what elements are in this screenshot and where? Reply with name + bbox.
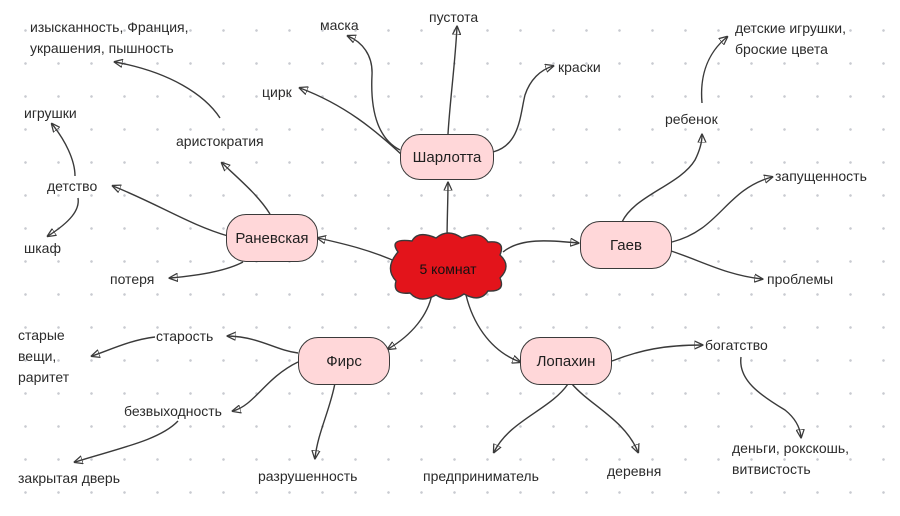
edge-gaev-zapushchennost xyxy=(671,177,772,243)
edge-sharlotta-maska xyxy=(348,36,401,151)
edge-ranevskaya-poterya xyxy=(170,261,244,278)
edge-center-lopakhin xyxy=(465,294,520,362)
label-bezvykhodnost[interactable]: безвыходность xyxy=(124,403,222,419)
label-igrushki[interactable]: игрушки xyxy=(24,105,77,121)
node-firs[interactable]: Фирс xyxy=(298,337,390,385)
label-dengi-line1[interactable]: деньги, рокскошь, xyxy=(732,440,850,456)
node-gaev[interactable]: Гаев xyxy=(580,221,672,269)
label-izysk-line1[interactable]: изысканность, Франция, xyxy=(30,19,189,35)
label-dengi-line2[interactable]: витвистость xyxy=(732,461,811,477)
label-kraski[interactable]: краски xyxy=(558,59,601,75)
label-starost[interactable]: старость xyxy=(156,328,214,344)
label-maska[interactable]: маска xyxy=(320,17,359,33)
label-detskie-line2[interactable]: броские цвета xyxy=(735,41,828,57)
edge-gaev-problemy xyxy=(667,249,762,279)
label-tsirk[interactable]: цирк xyxy=(262,84,292,100)
edge-lopakhin-derevnya xyxy=(571,383,638,452)
label-starye-line1[interactable]: старые xyxy=(18,327,65,343)
edge-detstvo-igrushki xyxy=(52,124,76,177)
edge-sharlotta-tsirk xyxy=(300,88,403,156)
edge-rebenok-detskie xyxy=(700,37,727,104)
label-bogatstvo[interactable]: богатство xyxy=(705,337,768,353)
edge-center-ranevskaya xyxy=(318,238,398,263)
label-detskie-line1[interactable]: детские игрушки, xyxy=(735,20,846,36)
edge-sharlotta-kraski xyxy=(492,66,553,153)
label-razrushennost[interactable]: разрушенность xyxy=(258,468,358,484)
edge-gaev-rebenok xyxy=(621,135,702,223)
node-sharlotta[interactable]: Шарлотта xyxy=(400,134,494,180)
label-starye-line2[interactable]: вещи, xyxy=(18,348,57,364)
label-pustota[interactable]: пустота xyxy=(429,9,479,25)
edge-firs-bezvykhodnost xyxy=(233,361,299,411)
center-node-label[interactable]: 5 комнат xyxy=(419,261,477,277)
label-problemy[interactable]: проблемы xyxy=(767,271,834,287)
edge-ranevskaya-detstvo xyxy=(113,186,229,237)
label-aristokratiya[interactable]: аристократия xyxy=(176,133,264,149)
node-ranevskaya[interactable]: Раневская xyxy=(226,214,318,262)
edge-ranevskaya-aristokratiya xyxy=(222,163,271,215)
edge-starost-starye xyxy=(92,336,156,356)
edge-firs-razrushennost xyxy=(315,382,336,458)
edge-aristokratiya-izysk xyxy=(115,62,221,119)
edge-lopakhin-predprinimatel xyxy=(494,383,569,452)
edge-firs-starost xyxy=(228,336,299,354)
label-predprinimatel[interactable]: предприниматель xyxy=(423,468,539,484)
label-zakrytaya[interactable]: закрытая дверь xyxy=(18,470,121,486)
label-rebenok[interactable]: ребенок xyxy=(665,111,718,127)
edge-center-gaev xyxy=(502,241,578,253)
label-zapushchennost[interactable]: запущенность xyxy=(775,168,867,184)
label-poterya[interactable]: потеря xyxy=(110,271,155,287)
edge-detstvo-shkaf xyxy=(48,197,79,236)
label-derevnya[interactable]: деревня xyxy=(607,463,662,479)
center-cloud-shape xyxy=(389,232,507,300)
edge-bezvykhodnost-zakrytaya xyxy=(75,420,179,462)
label-detstvo[interactable]: детство xyxy=(47,178,98,194)
node-lopakhin[interactable]: Лопахин xyxy=(520,337,612,385)
edge-bogatstvo-dengi xyxy=(740,356,801,437)
edge-lopakhin-bogatstvo xyxy=(611,345,702,362)
label-izysk-line2[interactable]: украшения, пышность xyxy=(30,40,174,56)
edge-sharlotta-pustota xyxy=(447,27,457,135)
edge-center-firs xyxy=(388,293,433,349)
label-shkaf[interactable]: шкаф xyxy=(24,240,61,256)
label-starye-line3[interactable]: раритет xyxy=(18,369,70,385)
